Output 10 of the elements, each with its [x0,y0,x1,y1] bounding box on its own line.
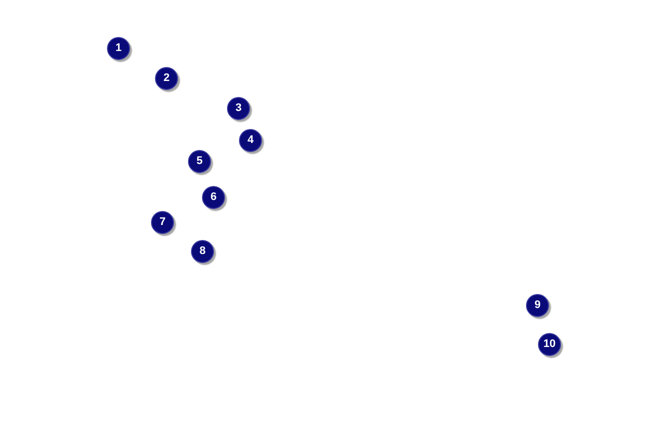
callout-number: 7 [151,211,174,234]
callout-number: 4 [239,129,262,152]
callout-number: 5 [188,150,211,173]
callout-number: 10 [538,333,561,356]
callout-number: 2 [155,67,178,90]
callout-number: 8 [191,240,214,263]
callout-number: 9 [526,294,549,317]
callout-number: 6 [202,186,225,209]
callout-number: 1 [107,37,130,60]
callout-number: 3 [227,97,250,120]
